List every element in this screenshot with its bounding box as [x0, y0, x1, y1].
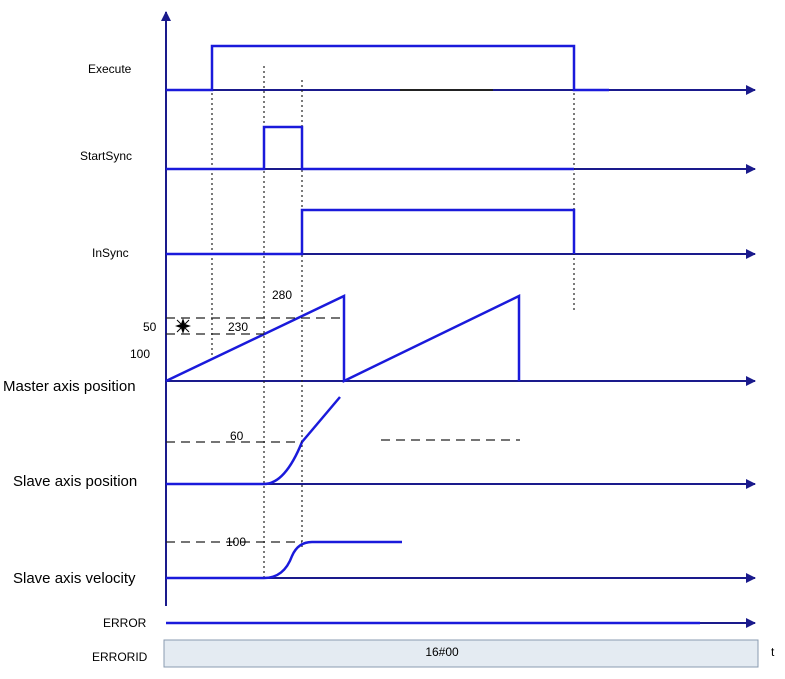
value-50: 50	[143, 320, 157, 334]
label-execute: Execute	[88, 62, 132, 76]
label-master-position: Master axis position	[3, 378, 136, 395]
label-slave-position: Slave axis position	[13, 473, 137, 490]
star-icon	[176, 319, 190, 333]
startsync-signal	[166, 125, 574, 171]
value-100-velocity: 100	[226, 535, 246, 549]
slave-position-curve	[166, 396, 341, 486]
label-slave-velocity: Slave axis velocity	[13, 570, 136, 587]
insync-signal	[166, 208, 576, 256]
slave-pos-references	[166, 439, 520, 443]
errorid-box	[163, 639, 759, 668]
label-startsync: StartSync	[80, 149, 132, 163]
value-230: 230	[228, 320, 248, 334]
value-280: 280	[272, 288, 292, 302]
label-error: ERROR	[103, 616, 147, 630]
label-errorid: ERRORID	[92, 650, 148, 664]
slave-velocity-curve	[166, 540, 402, 580]
value-100: 100	[130, 347, 150, 361]
value-60: 60	[230, 429, 244, 443]
master-references	[166, 317, 344, 335]
time-axis-label: t	[771, 645, 775, 659]
master-position-curve	[165, 294, 521, 383]
errorid-value: 16#00	[425, 645, 459, 659]
execute-signal	[166, 44, 609, 92]
label-insync: InSync	[92, 246, 129, 260]
